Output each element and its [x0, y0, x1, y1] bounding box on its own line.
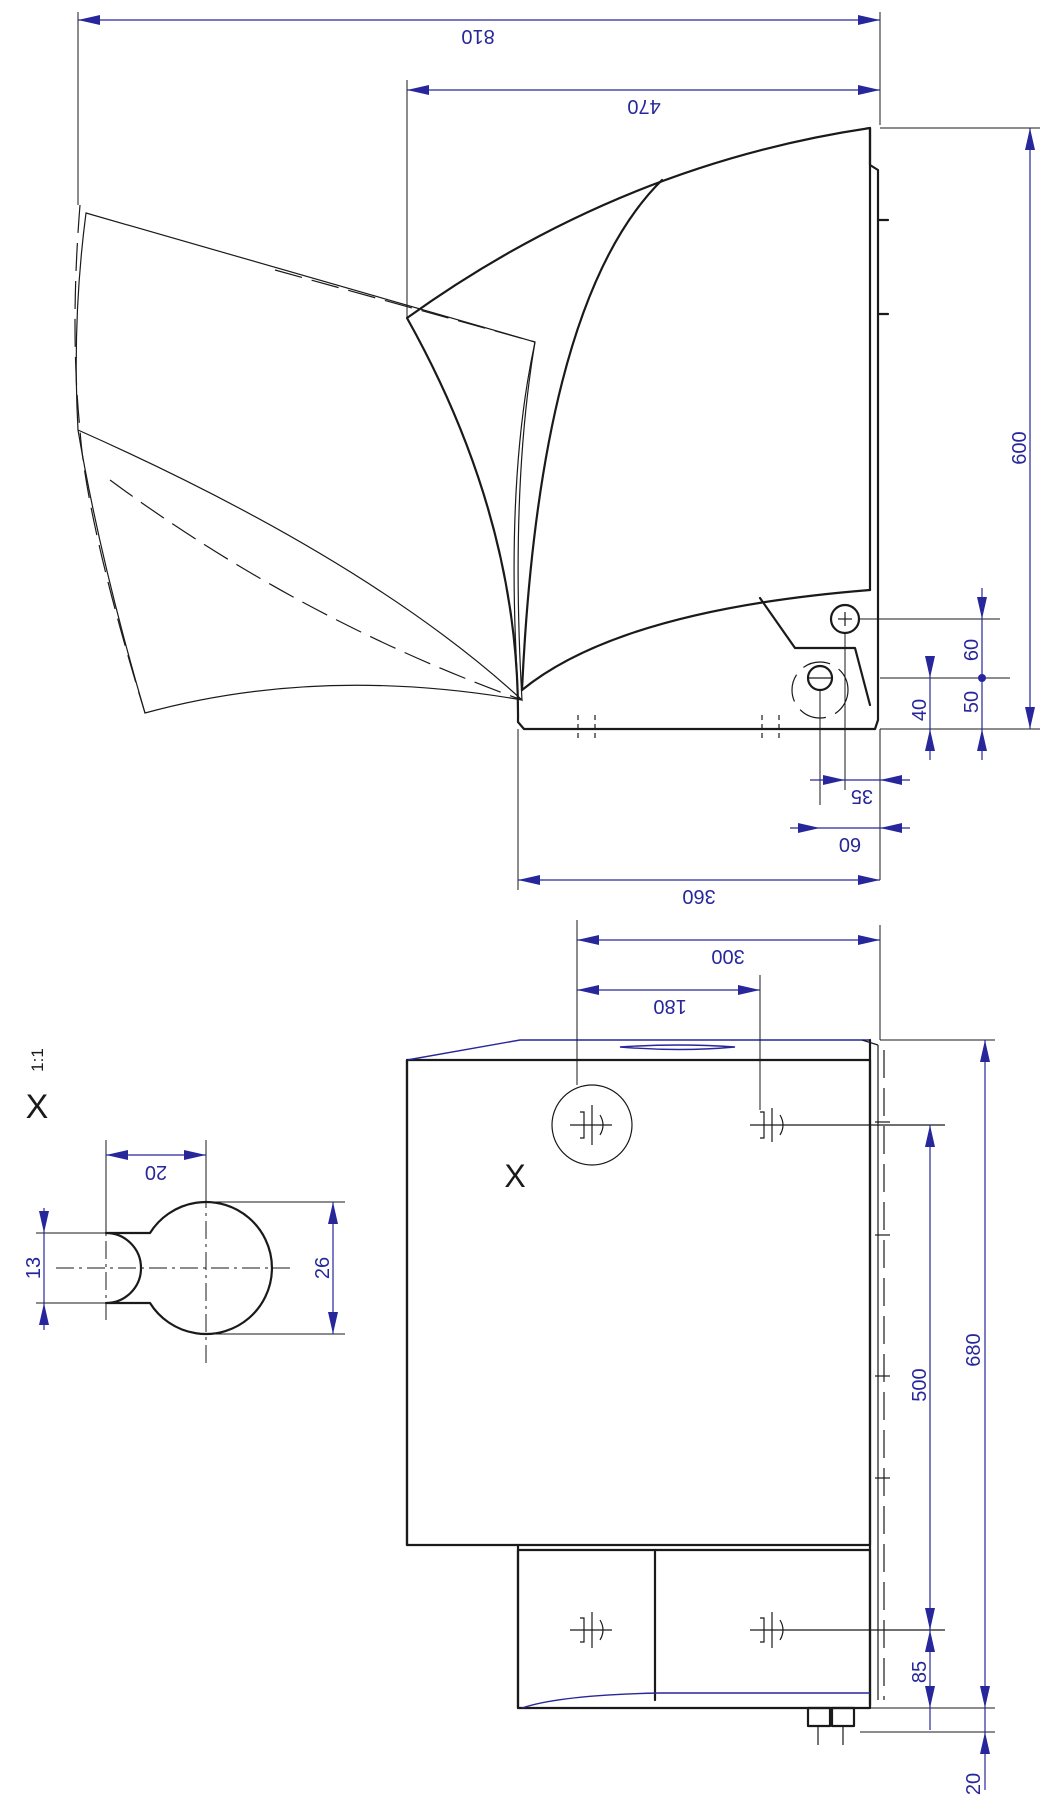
dim-detail-26: 26 — [312, 1257, 334, 1279]
foot-right — [830, 1706, 856, 1728]
detail-scale: 1:1 — [28, 1048, 47, 1072]
open-cover-inner-line — [513, 341, 536, 691]
dim-35: 35 — [851, 785, 873, 807]
detail-label: X — [26, 1088, 49, 1126]
keyhole-shape — [104, 1200, 273, 1336]
dim-20: 20 — [963, 1773, 985, 1795]
dim-500: 500 — [909, 1368, 931, 1401]
open-cover-lower — [77, 429, 523, 714]
open-cover-curve-dashed — [109, 479, 523, 701]
screw-symbol-4 — [750, 1612, 945, 1648]
dim-300: 300 — [711, 945, 744, 967]
open-cover-outline — [75, 212, 536, 702]
front-view-dimensions: 300 180 680 500 85 20 — [576, 920, 995, 1795]
dim-50-right: 50 — [961, 691, 983, 713]
screw-symbol-1 — [570, 1105, 612, 1145]
open-cover-inner-dashed — [274, 269, 536, 343]
dim-60-right: 60 — [961, 639, 983, 661]
front-top-slot — [619, 1044, 736, 1051]
front-top-slope — [406, 1039, 870, 1061]
open-cover-arc — [74, 204, 146, 714]
detail-view: X 1:1 20 13 26 — [23, 1048, 345, 1365]
dim-detail-13: 13 — [23, 1257, 45, 1279]
screw-symbol-3 — [570, 1612, 612, 1648]
dim-detail-20: 20 — [145, 1161, 167, 1183]
cover-bottom-curve — [520, 588, 872, 692]
dim-85: 85 — [909, 1661, 931, 1683]
front-lower-box — [516, 1548, 872, 1710]
dim-360: 360 — [682, 885, 715, 907]
dim-470: 470 — [627, 95, 660, 117]
front-bottom-curve — [521, 1692, 870, 1709]
front-body — [405, 1058, 872, 1547]
side-view-dimensions: 810 470 600 60 50 40 35 — [77, 12, 1040, 907]
side-view — [74, 126, 890, 742]
housing-outline — [405, 126, 880, 731]
dim-40: 40 — [909, 699, 931, 721]
foot-left — [806, 1706, 832, 1728]
cover-inner-curve — [520, 178, 664, 692]
hinge-plate — [758, 596, 872, 707]
detail-marker: X — [504, 1158, 525, 1194]
front-view: X — [405, 1038, 945, 1745]
dim-60-bottom: 60 — [839, 833, 861, 855]
dim-680: 680 — [963, 1333, 985, 1366]
dim-810: 810 — [461, 25, 494, 47]
dim-600: 600 — [1009, 431, 1031, 464]
screw-symbol-2 — [750, 1108, 945, 1142]
dim-180: 180 — [653, 995, 686, 1017]
keyhole-circle — [551, 1084, 633, 1166]
